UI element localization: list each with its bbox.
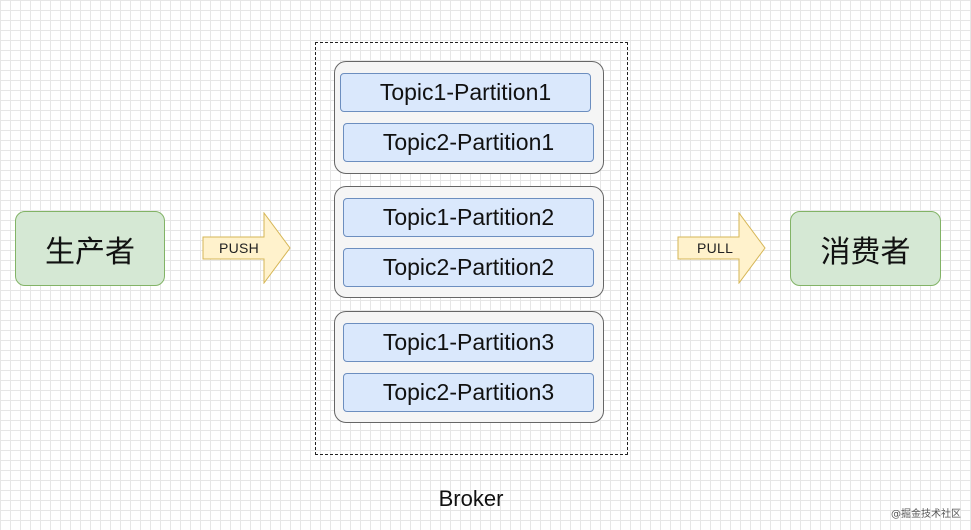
pull-arrow[interactable]	[677, 212, 767, 284]
push-arrow-label: PUSH	[219, 240, 260, 256]
partition-box[interactable]: Topic2-Partition1	[343, 123, 594, 162]
watermark-text: @掘金技术社区	[891, 509, 961, 520]
broker-label: Broker	[438, 486, 504, 511]
consumer-label: 消费者	[820, 234, 911, 270]
push-arrow-shape	[202, 212, 291, 284]
partition-box[interactable]: Topic1-Partition1	[340, 73, 591, 112]
partition-box[interactable]: Topic1-Partition2	[343, 198, 594, 237]
producer-label: 生产者	[45, 234, 135, 270]
broker-container	[315, 42, 628, 455]
consumer-node[interactable]: 消费者	[790, 211, 941, 286]
pull-arrow-shape	[677, 212, 766, 284]
partition-box[interactable]: Topic2-Partition3	[343, 373, 594, 412]
pull-arrow-label: PULL	[697, 240, 734, 256]
partition-box[interactable]: Topic1-Partition3	[343, 323, 594, 362]
partition-box[interactable]: Topic2-Partition2	[343, 248, 594, 287]
producer-node[interactable]: 生产者	[15, 211, 165, 286]
push-arrow[interactable]	[202, 212, 292, 284]
